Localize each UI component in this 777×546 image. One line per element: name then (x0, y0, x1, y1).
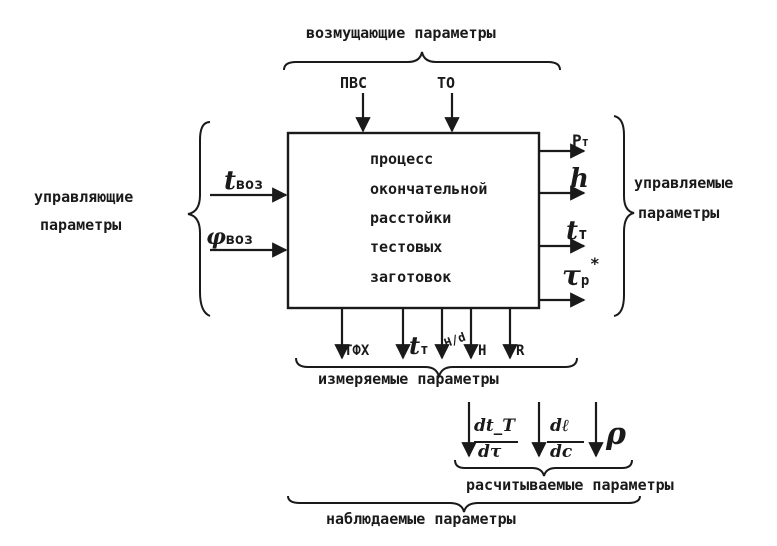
brace-calculated (454, 459, 633, 477)
measured-r: R (516, 343, 525, 359)
measured-h: H (478, 343, 487, 359)
output-tau-r-sup: * (590, 254, 600, 273)
calc-2-denominator: dc (550, 442, 573, 462)
output-pt: Pт (572, 131, 589, 150)
label-measured: измеряемые параметры (318, 370, 499, 388)
output-tt: tт (566, 218, 588, 244)
output-pt-sub: т (581, 135, 589, 149)
label-controlled-2: параметры (638, 204, 720, 222)
input-phi-voz: φвоз (206, 226, 253, 248)
calc-rho: ρ (606, 417, 626, 452)
label-disturbing: возмущающие параметры (306, 24, 496, 42)
process-line-5: заготовок (370, 268, 452, 286)
measured-tt: tт (409, 334, 429, 358)
input-phi-voz-symbol: φ (206, 224, 226, 250)
process-line-2: окончательной (370, 180, 488, 198)
measured-tfh: ТФХ (344, 343, 370, 359)
process-line-1: процесс (370, 150, 434, 168)
label-control-1: управляющие (34, 188, 134, 206)
input-phi-voz-sub: воз (225, 230, 253, 248)
input-t-voz: tвоз (224, 168, 263, 194)
brace-control (187, 121, 211, 317)
brace-controlled (613, 115, 635, 317)
calc-2-numerator: dℓ (550, 416, 570, 436)
output-h-symbol: h (570, 164, 589, 194)
process-line-4: тестовых (370, 238, 443, 256)
input-pvs: ПВС (340, 74, 368, 92)
output-tau-r: τр (562, 262, 589, 290)
measured-tt-symbol: t (409, 331, 421, 360)
brace-measured (295, 357, 578, 378)
output-tt-symbol: t (566, 216, 579, 246)
input-t-voz-symbol: t (224, 166, 237, 196)
process-line-3: расстойки (370, 209, 452, 227)
output-pt-symbol: P (572, 131, 582, 150)
input-t-voz-sub: воз (236, 175, 264, 193)
process-block (286, 131, 541, 310)
input-to: ТО (437, 74, 456, 92)
label-calculated: расчитываемые параметры (466, 476, 674, 494)
label-observed: наблюдаемые параметры (326, 510, 516, 528)
output-tt-sub: т (578, 224, 588, 243)
label-control-2: параметры (40, 216, 122, 234)
brace-observed (287, 495, 641, 513)
brace-disturbing (283, 51, 561, 71)
output-tau-r-symbol: τ (562, 259, 581, 292)
label-controlled-1: управляемые (634, 174, 734, 192)
output-tau-r-sub: р (580, 273, 590, 289)
calc-1-numerator: dt_T (474, 416, 515, 436)
output-h: h (570, 166, 589, 192)
calc-1-denominator: dτ (478, 442, 502, 462)
measured-tt-sub: т (420, 342, 429, 358)
